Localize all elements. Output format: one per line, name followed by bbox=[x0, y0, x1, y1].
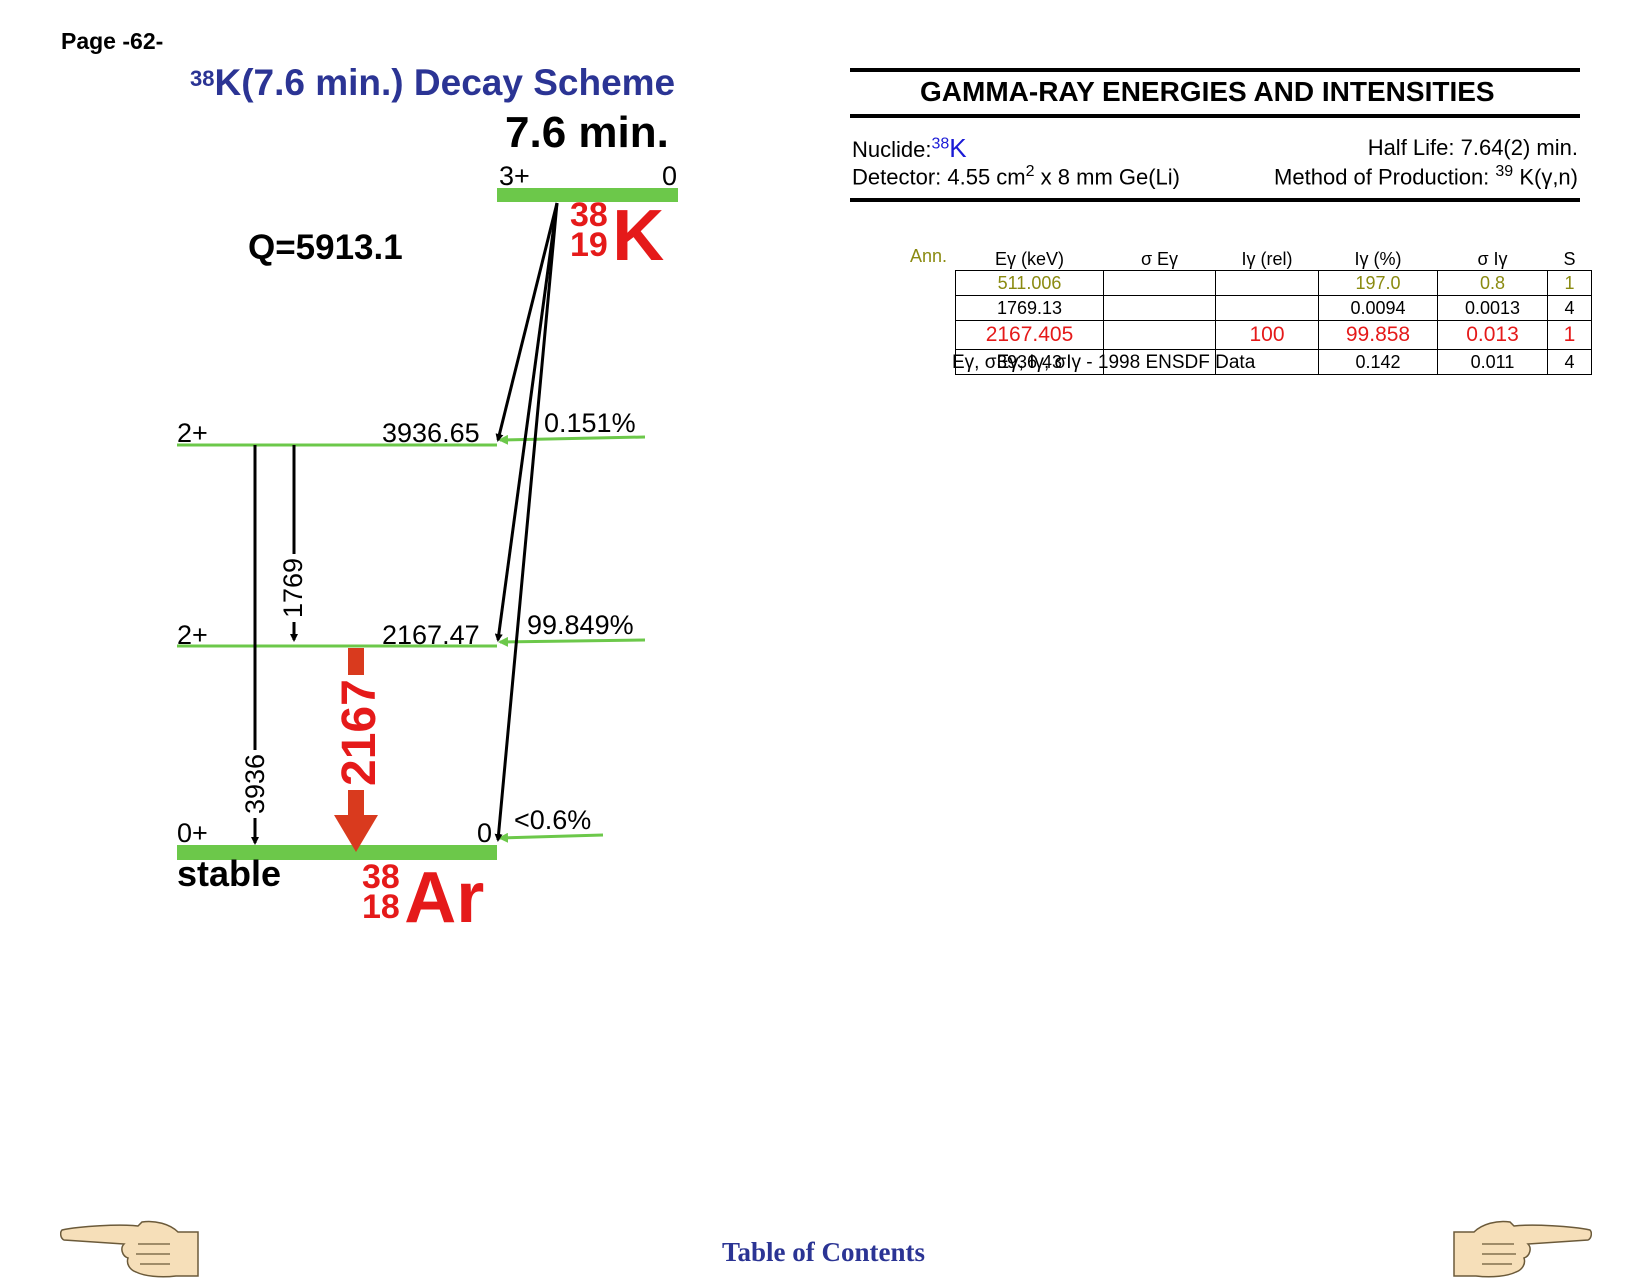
cell-energy-uncert bbox=[1103, 320, 1216, 350]
level-3936-branch: 0.151% bbox=[544, 408, 636, 438]
title-text: K(7.6 min.) Decay Scheme bbox=[214, 62, 676, 103]
ground-spin: 0+ bbox=[177, 818, 208, 848]
q-value: Q=5913.1 bbox=[248, 228, 403, 267]
branch-2167-arrow bbox=[498, 636, 646, 647]
level-3936-energy: 3936.65 bbox=[382, 418, 480, 448]
cell-energy: 1769.13 bbox=[955, 295, 1104, 321]
parent-z: 19 bbox=[570, 226, 608, 264]
cell-source: 1 bbox=[1547, 270, 1592, 296]
table-footnote: Eγ, σEγ, Iγ, σIγ - 1998 ENSDF Data bbox=[952, 352, 1256, 373]
detector-rest: x 8 mm Ge(Li) bbox=[1034, 164, 1181, 190]
cell-energy-uncert bbox=[1103, 295, 1216, 321]
table-bottom-rule bbox=[850, 198, 1580, 202]
table-row: 1769.13 0.0094 0.0013 4 bbox=[955, 295, 1592, 321]
page-number: Page -62- bbox=[61, 28, 164, 54]
table-row: 511.006 197.0 0.8 1 bbox=[955, 270, 1592, 296]
cell-intensity-pct: 197.0 bbox=[1318, 270, 1438, 296]
production-info: Method of Production: 39 K(γ,n) bbox=[1274, 163, 1578, 190]
col-energy: Eγ (keV) bbox=[994, 249, 1064, 269]
cell-intensity-pct: 0.0094 bbox=[1318, 295, 1438, 321]
cell-intensity-pct: 0.142 bbox=[1318, 349, 1438, 375]
cell-intensity-uncert: 0.013 bbox=[1437, 320, 1548, 350]
ground-branch: <0.6% bbox=[514, 805, 592, 835]
cell-source: 1 bbox=[1547, 320, 1592, 350]
table-header-row: Eγ (keV) σ Eγ Iγ (rel) Iγ (%) σ Iγ S bbox=[956, 242, 1592, 271]
cell-energy: 2167.405 bbox=[955, 320, 1104, 350]
beta-to-3936 bbox=[495, 202, 559, 442]
parent-spin: 3+ bbox=[499, 161, 530, 191]
daughter-mass: 38 bbox=[362, 858, 400, 896]
nuclide-label: Nuclide: bbox=[852, 137, 932, 162]
half-life-info: Half Life: 7.64(2) min. bbox=[1367, 135, 1578, 160]
cell-intensity-uncert: 0.011 bbox=[1437, 349, 1548, 375]
decay-scheme-title: 38K(7.6 min.) Decay Scheme bbox=[190, 62, 675, 104]
gamma-table-heading: GAMMA-RAY ENERGIES AND INTENSITIES bbox=[920, 76, 1495, 107]
level-2167-spin: 2+ bbox=[177, 620, 208, 650]
daughter-z: 18 bbox=[362, 888, 400, 926]
nuclide-symbol: K bbox=[949, 133, 967, 163]
cell-energy: 3936.43 bbox=[955, 349, 1104, 375]
level-3936-spin: 2+ bbox=[177, 418, 208, 448]
ground-level-bar bbox=[177, 845, 497, 860]
production-sup: 39 bbox=[1495, 163, 1514, 180]
annihilation-label: Ann. bbox=[910, 246, 948, 266]
cell-source: 4 bbox=[1547, 295, 1592, 321]
table-row: 2167.405 100 99.858 0.013 1 bbox=[955, 320, 1592, 350]
parent-symbol: K bbox=[612, 196, 665, 276]
beta-to-ground bbox=[494, 202, 559, 842]
cell-energy: 511.006 bbox=[955, 270, 1104, 296]
parent-level-bar bbox=[497, 188, 678, 202]
col-intensity-rel: Iγ (rel) bbox=[1241, 249, 1293, 269]
gamma-ray-table: Eγ (keV) σ Eγ Iγ (rel) Iγ (%) σ Iγ S 511… bbox=[955, 242, 1592, 375]
col-source: S bbox=[1563, 249, 1576, 269]
detector-sup: 2 bbox=[1025, 163, 1035, 180]
nuclide-info: Nuclide:38K bbox=[852, 133, 967, 164]
beta-to-2167 bbox=[494, 202, 559, 642]
table-row: 3936.43 0.142 0.011 4 bbox=[955, 349, 1592, 375]
cell-intensity-uncert: 0.8 bbox=[1437, 270, 1548, 296]
table-top-rule bbox=[850, 68, 1580, 72]
cell-energy-uncert bbox=[1103, 349, 1216, 375]
detector-info: Detector: 4.55 cm2 x 8 mm Ge(Li) bbox=[852, 163, 1180, 190]
parent-mass: 38 bbox=[570, 196, 608, 234]
col-energy-uncert: σ Eγ bbox=[1140, 249, 1179, 269]
nuclide-mass: 38 bbox=[931, 135, 950, 153]
parent-energy: 0 bbox=[662, 161, 678, 191]
title-mass-number: 38 bbox=[190, 66, 215, 91]
level-2167-energy: 2167.47 bbox=[382, 620, 480, 650]
gamma-2167-label: 2167 bbox=[332, 675, 387, 790]
cell-intensity-rel bbox=[1215, 270, 1319, 296]
table-mid-rule bbox=[850, 114, 1580, 118]
pointing-hand-right-icon[interactable] bbox=[1452, 1218, 1592, 1280]
gamma-2167-arrowhead bbox=[334, 815, 378, 852]
production-text: Method of Production: bbox=[1274, 164, 1496, 190]
parent-halflife: 7.6 min. bbox=[505, 108, 669, 157]
pointing-hand-left-icon[interactable] bbox=[60, 1218, 200, 1280]
detector-text: Detector: 4.55 cm bbox=[852, 164, 1026, 190]
cell-intensity-uncert: 0.0013 bbox=[1437, 295, 1548, 321]
daughter-nuclide: 38 18 Ar bbox=[362, 858, 484, 934]
branch-ground-arrow bbox=[498, 832, 604, 843]
cell-energy-uncert bbox=[1103, 270, 1216, 296]
cell-source: 4 bbox=[1547, 349, 1592, 375]
table-of-contents-link[interactable]: Table of Contents bbox=[722, 1237, 926, 1267]
production-reaction: K(γ,n) bbox=[1513, 164, 1578, 190]
cell-intensity-pct: 99.858 bbox=[1318, 320, 1438, 350]
cell-intensity-rel: 100 bbox=[1215, 320, 1319, 350]
cell-intensity-rel bbox=[1215, 295, 1319, 321]
parent-nuclide: 38 19 K bbox=[570, 196, 664, 272]
col-intensity-pct: Iγ (%) bbox=[1354, 249, 1402, 269]
gamma-3936-label: 3936 bbox=[240, 749, 271, 818]
ground-energy: 0 bbox=[477, 818, 493, 848]
level-2167-branch: 99.849% bbox=[527, 610, 634, 640]
gamma-1769-label: 1769 bbox=[278, 553, 309, 622]
col-intensity-uncert: σ Iγ bbox=[1477, 249, 1508, 269]
daughter-status: stable bbox=[177, 853, 282, 894]
daughter-symbol: Ar bbox=[404, 858, 485, 938]
